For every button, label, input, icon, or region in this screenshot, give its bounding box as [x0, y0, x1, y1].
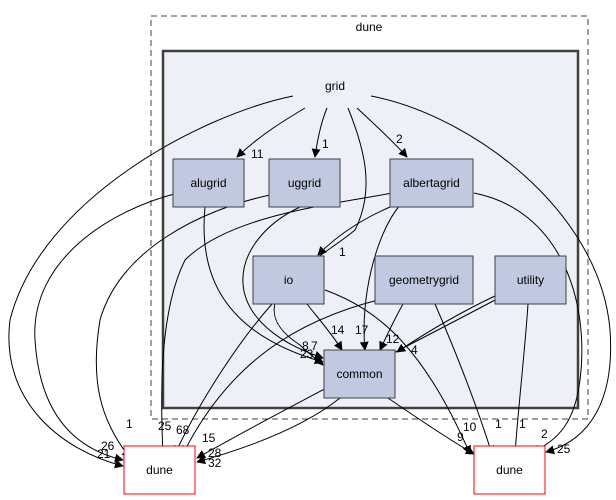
node-uggrid[interactable]: uggrid [268, 158, 341, 208]
edge-geometrygrid-dune-left [182, 299, 379, 455]
node-alugrid[interactable]: alugrid [172, 158, 245, 208]
edge-grid-alugrid [236, 107, 306, 158]
edge-label-alugrid-dune-left[interactable]: 21 [97, 447, 111, 461]
node-albertagrid[interactable]: albertagrid [389, 158, 474, 208]
cluster-dune-label: dune [356, 20, 383, 34]
edge-io-dune-left [174, 303, 273, 455]
edge-label-io-common[interactable]: 14 [331, 323, 345, 337]
edge-label-albertagrid-dune-left[interactable]: 25 [158, 419, 172, 433]
edge-utility-common [396, 294, 498, 353]
node-dune-external-right[interactable]: dune [473, 445, 546, 495]
node-utility[interactable]: utility [494, 255, 567, 305]
edge-grid-dune-left [8, 95, 294, 469]
edge-utility-dune-right [511, 303, 529, 455]
node-dune-right-label[interactable]: dune [496, 463, 523, 477]
edge-label-utility-dune-left[interactable]: 28 [208, 446, 222, 460]
node-alugrid-label[interactable]: alugrid [190, 176, 226, 190]
edge-label-utility-dune-right[interactable]: 1 [519, 417, 526, 431]
edge-label-grid-alugrid[interactable]: 11 [251, 147, 264, 161]
edge-common-dune-left [196, 397, 341, 465]
edges [8, 95, 612, 469]
cluster-grid-label[interactable]: grid [325, 79, 345, 93]
edge-albertagrid-common [359, 204, 401, 351]
edge-label-geometrygrid-common[interactable]: 12 [386, 332, 400, 346]
edge-uggrid-dune-left [95, 194, 271, 459]
node-geometrygrid[interactable]: geometrygrid [374, 255, 474, 305]
edge-uggrid-common [242, 206, 324, 360]
edge-label-common-dune-left[interactable]: 32 [208, 456, 222, 470]
edge-label-albertagrid-io[interactable]: 1 [339, 245, 346, 259]
edge-label-io-dune-right[interactable]: 9 [457, 430, 464, 444]
edge-geometrygrid-dune-right [434, 303, 494, 455]
edge-label-uggrid-dune-left[interactable]: 1 [126, 417, 133, 431]
cluster-grid[interactable]: grid [161, 49, 580, 410]
edge-alugrid-common [203, 206, 324, 365]
edge-alugrid-dune-left [34, 192, 179, 463]
edge-geometrygrid-common [379, 303, 404, 351]
node-uggrid-label[interactable]: uggrid [288, 176, 321, 190]
edge-albertagrid-io [317, 204, 396, 256]
cluster-grid-border [161, 49, 580, 410]
node-common-label[interactable]: common [336, 367, 382, 381]
node-io[interactable]: io [252, 255, 325, 305]
node-geometrygrid-label[interactable]: geometrygrid [389, 273, 459, 287]
edge-grid-uggrid [311, 107, 328, 158]
edge-label-common-dune-right[interactable]: 10 [463, 420, 477, 434]
edge-label-albertagrid-dune-right[interactable]: 2 [541, 427, 548, 441]
node-dune-left-label[interactable]: dune [146, 463, 173, 477]
edge-label-uggrid-common[interactable]: 7 [311, 339, 318, 353]
node-io-label[interactable]: io [284, 273, 294, 287]
node-utility-label[interactable]: utility [517, 273, 544, 287]
edge-label-albertagrid-common[interactable]: 17 [355, 323, 369, 337]
node-dune-external-left[interactable]: dune [123, 445, 196, 495]
edge-label-grid-albertagrid[interactable]: 2 [396, 132, 403, 146]
node-common[interactable]: common [323, 349, 396, 399]
edge-label-geometrygrid-dune-right[interactable]: 1 [495, 417, 502, 431]
edge-albertagrid-dune-right [473, 192, 583, 453]
edge-label-alugrid-common[interactable]: 8 [302, 339, 309, 353]
edge-label-grid-dune-right[interactable]: 25 [557, 442, 571, 456]
edge-grid-dune-right [370, 95, 612, 455]
edge-common-dune-right [387, 397, 475, 455]
edge-label-grid-common[interactable]: 23 [300, 347, 314, 361]
edge-grid-albertagrid [356, 107, 408, 158]
edge-label-grid-uggrid[interactable]: 1 [322, 137, 329, 151]
edge-label-io-dune-left[interactable]: 15 [202, 431, 216, 445]
edge-label-geometrygrid-dune-left[interactable]: 68 [176, 423, 190, 437]
node-albertagrid-label[interactable]: albertagrid [403, 176, 460, 190]
edge-label-grid-dune-left[interactable]: 26 [101, 439, 115, 453]
edge-io-common [306, 303, 343, 351]
edge-io-dune-right [324, 289, 471, 455]
edge-labels: 11 1 2 26 21 1 25 68 15 28 32 1 14 17 8 … [97, 132, 571, 470]
edge-label-utility-common[interactable]: 4 [411, 343, 418, 357]
